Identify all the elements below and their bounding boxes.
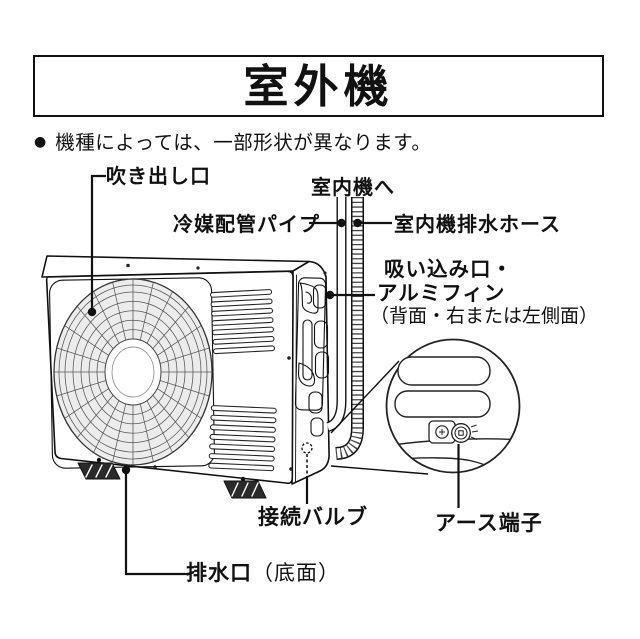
mounting-feet	[77, 457, 267, 499]
page-title: 室外機	[243, 59, 394, 113]
magnified-vent-1	[397, 356, 491, 386]
label-intake-line1: 吸い込み口・	[384, 257, 513, 281]
callouts	[87, 174, 460, 576]
fan-grille	[53, 278, 213, 466]
label-drain-outlet-suffix: （底面）	[252, 561, 340, 585]
label-intake-note: （背面・右または左側面）	[370, 305, 599, 327]
fan-hub	[104, 338, 162, 406]
label-connection-valve: 接続バルブ	[258, 505, 368, 529]
magnified-vent-2	[394, 390, 491, 418]
earth-terminal-drawing	[428, 420, 479, 444]
title-box: 室外機	[33, 55, 604, 117]
pipes	[326, 197, 364, 460]
label-drain-outlet-main: 排水口	[186, 561, 252, 585]
louver-slats-lower	[208, 405, 277, 472]
side-pipe-cover	[294, 274, 330, 483]
unit-side-face	[291, 260, 330, 485]
label-blow-outlet: 吹き出し口	[106, 164, 211, 188]
note-text: 機種によっては、一部形状が異なります。	[55, 131, 432, 154]
note-line: ● 機種によっては、一部形状が異なります。	[34, 131, 431, 154]
label-refrigerant-pipe: 冷媒配管パイプ	[173, 212, 320, 236]
callout-pipes	[309, 218, 392, 228]
louver-slats-upper	[210, 289, 275, 355]
callout-intake	[325, 290, 375, 300]
label-drain-hose: 室内機排水ホース	[394, 212, 561, 236]
label-to-indoor-unit: 室内機へ	[311, 175, 395, 199]
callout-connection-valve	[301, 442, 313, 504]
label-intake-line2: アルミフィン	[377, 281, 506, 305]
callout-blow-outlet	[87, 174, 106, 317]
magnifier-callout	[330, 338, 521, 475]
callout-drain-outlet	[121, 465, 189, 576]
outdoor-unit-drawing	[41, 255, 330, 499]
label-earth-terminal: アース端子	[435, 511, 543, 535]
bullet-icon: ●	[34, 134, 47, 150]
label-drain-outlet: 排水口（底面）	[186, 561, 340, 585]
